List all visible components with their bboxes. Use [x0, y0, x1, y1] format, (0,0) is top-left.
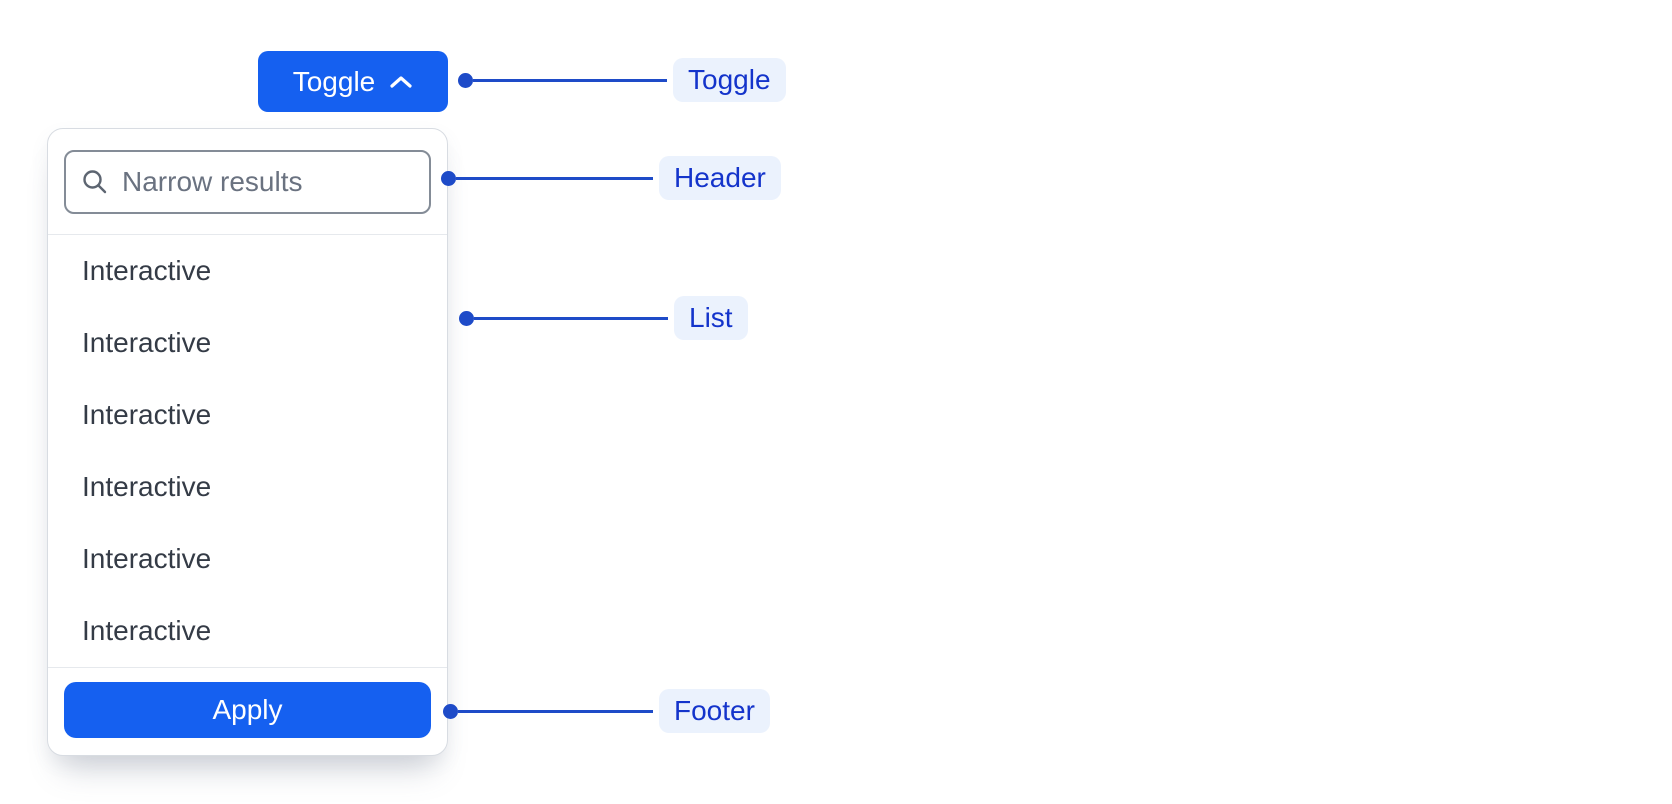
annotation-line	[473, 78, 667, 82]
annotation-header: Header	[441, 156, 781, 200]
search-box[interactable]	[64, 150, 431, 214]
list-item[interactable]: Interactive	[82, 615, 212, 646]
annotation-label-toggle: Toggle	[673, 58, 786, 102]
dropdown-list: Interactive Interactive Interactive Inte…	[48, 235, 447, 667]
annotation-line	[456, 176, 653, 180]
annotation-footer: Footer	[443, 689, 770, 733]
search-input[interactable]	[122, 166, 413, 198]
annotation-dot	[458, 72, 473, 88]
annotation-line	[474, 316, 668, 320]
list-item[interactable]: Interactive	[82, 327, 212, 358]
dropdown-header	[48, 129, 447, 235]
list-item[interactable]: Interactive	[82, 255, 212, 286]
toggle-button[interactable]: Toggle	[258, 51, 448, 112]
chevron-up-icon	[390, 75, 412, 88]
dropdown-panel: Interactive Interactive Interactive Inte…	[47, 128, 448, 756]
apply-button[interactable]: Apply	[64, 682, 431, 738]
annotation-list: List	[459, 296, 748, 340]
list-item[interactable]: Interactive	[82, 399, 212, 430]
annotation-label-header: Header	[659, 156, 781, 200]
annotation-line	[458, 709, 653, 713]
search-icon	[83, 170, 107, 194]
list-item[interactable]: Interactive	[82, 543, 212, 574]
dropdown-footer: Apply	[48, 667, 447, 755]
toggle-button-label: Toggle	[292, 65, 376, 97]
annotation-label-footer: Footer	[659, 689, 770, 733]
list-item[interactable]: Interactive	[82, 471, 212, 502]
annotation-dot	[459, 310, 474, 326]
annotation-label-list: List	[674, 296, 748, 340]
annotation-toggle: Toggle	[458, 58, 786, 102]
